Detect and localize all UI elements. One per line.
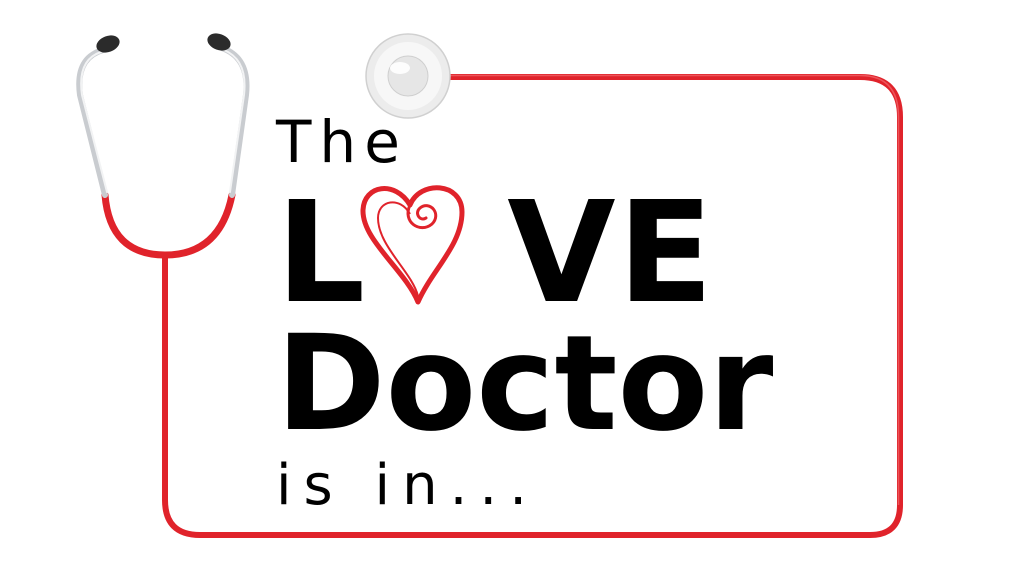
heart-letter-slot bbox=[367, 184, 507, 308]
stethoscope-left-arm-shine bbox=[80, 51, 108, 193]
stethoscope-yoke bbox=[101, 191, 236, 259]
stethoscope-left-arm bbox=[76, 47, 108, 198]
heart-icon bbox=[360, 185, 465, 305]
title-doctor: Doctor bbox=[276, 307, 774, 461]
stethoscope-tube-highlight bbox=[445, 74, 900, 505]
title-love-l: L bbox=[276, 172, 368, 335]
right-earpiece-icon bbox=[207, 33, 231, 51]
stethoscope-right-arm-shine bbox=[223, 49, 246, 193]
tagline-is-in: is in... bbox=[276, 453, 539, 518]
chestpiece-icon bbox=[365, 33, 451, 119]
stethoscope-right-arm bbox=[219, 45, 250, 198]
title-love: L VE bbox=[276, 184, 715, 324]
title-love-ve: VE bbox=[507, 172, 716, 335]
title-the: The bbox=[276, 108, 408, 176]
left-earpiece-icon bbox=[96, 35, 120, 53]
